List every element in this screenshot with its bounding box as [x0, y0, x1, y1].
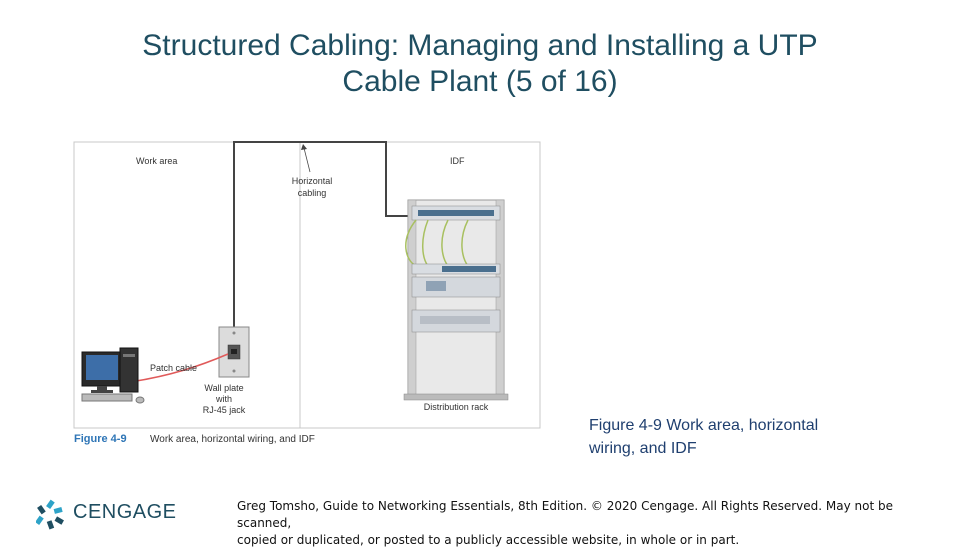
wall-plate-screw-icon: [232, 369, 236, 373]
horizontal-cabling-arrow: [303, 147, 311, 173]
rack-frame: [407, 199, 505, 399]
horizontal-cabling-label-1: Horizontal: [292, 176, 333, 186]
cengage-logo-icon: [36, 499, 64, 530]
wall-plate-label-1: Wall plate: [204, 383, 243, 393]
computer-icon: [81, 347, 145, 404]
horizontal-cabling-line: [233, 141, 408, 327]
rj45-port-icon: [231, 349, 237, 354]
figure-caption-text: Work area, horizontal wiring, and IDF: [150, 434, 315, 445]
monitor-stand-icon: [97, 386, 107, 390]
figure-caption-number: Figure 4-9: [74, 433, 127, 445]
rack-rail-right: [495, 199, 505, 399]
patch-loop: [422, 219, 429, 267]
work-area-diagram: Work area IDF Horizontal cabling Patch c…: [73, 141, 541, 445]
slide-title: Structured Cabling: Managing and Install…: [40, 28, 920, 100]
cengage-logo-text: CENGAGE: [73, 501, 177, 523]
distribution-rack-label: Distribution rack: [424, 402, 489, 412]
cengage-logo: CENGAGE: [36, 497, 176, 531]
keyboard-icon: [81, 393, 133, 402]
patch-loop: [441, 219, 449, 267]
copyright-notice: Greg Tomsho, Guide to Networking Essenti…: [237, 498, 927, 549]
monitor-screen-icon: [86, 355, 118, 380]
patch-panel-ports-icon: [418, 210, 494, 216]
wall-plate-label-2: with: [215, 394, 232, 404]
wall-plate-label-3: RJ-45 jack: [203, 405, 246, 415]
side-caption: Figure 4-9 Work area, horizontal wiring,…: [589, 414, 889, 460]
mouse-icon: [135, 396, 145, 404]
network-device-unit: [411, 276, 501, 298]
patch-cable-label: Patch cable: [150, 363, 197, 373]
side-caption-line-2: wiring, and IDF: [589, 440, 697, 457]
patch-cable: [129, 353, 229, 383]
wall-plate-screw-icon: [232, 331, 236, 335]
tower-icon: [119, 347, 139, 393]
side-caption-line-1: Figure 4-9 Work area, horizontal: [589, 417, 819, 434]
server-vents-icon: [420, 316, 490, 324]
distribution-rack: [403, 199, 509, 401]
patch-loop: [461, 219, 469, 267]
slide-title-line-1: Structured Cabling: Managing and Install…: [142, 29, 818, 62]
horizontal-cabling-label-2: cabling: [298, 188, 327, 198]
copyright-line-1: Greg Tomsho, Guide to Networking Essenti…: [237, 499, 893, 530]
tower-drive-icon: [123, 354, 135, 357]
idf-label: IDF: [450, 156, 465, 166]
switch-ports-icon: [442, 266, 496, 272]
slide-title-line-2: Cable Plant (5 of 16): [342, 65, 618, 98]
copyright-line-2: copied or duplicated, or posted to a pub…: [237, 533, 740, 547]
work-area-label: Work area: [136, 156, 177, 166]
idf-frame: [299, 141, 541, 429]
device-panel-icon: [426, 281, 446, 291]
monitor-base-icon: [91, 390, 113, 393]
rack-base: [403, 393, 509, 401]
arrowhead-icon: [301, 144, 307, 150]
